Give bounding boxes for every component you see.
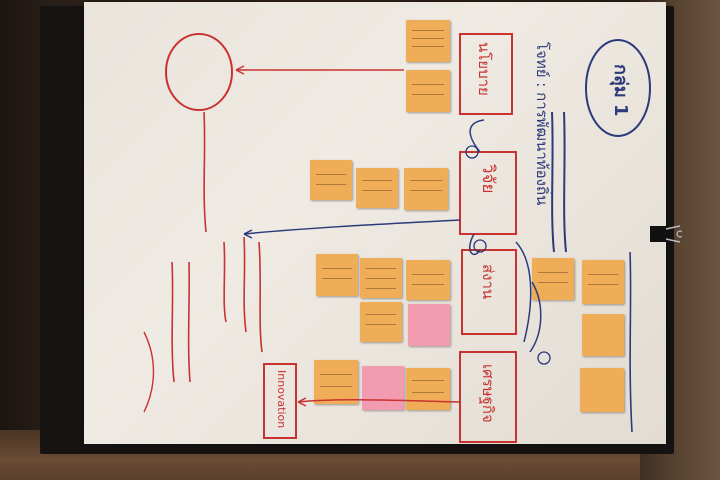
- sticky-note: [406, 70, 450, 112]
- group-label: กลุ่ม 1: [610, 64, 631, 117]
- sticky-note: [582, 260, 624, 304]
- sticky-note: [360, 302, 402, 342]
- sticky-note: [406, 368, 450, 410]
- flipchart-paper: กลุ่ม 1 โจทย์ : การพัฒนาท้องถิ่น นโยบาย …: [84, 2, 666, 444]
- box-label-work: ส่งาน: [479, 264, 497, 300]
- binder-clip: [650, 225, 682, 243]
- sticky-note-pink: [362, 366, 404, 410]
- sticky-note: [580, 368, 624, 412]
- sticky-note: [582, 314, 624, 356]
- sticky-note-pink: [408, 304, 450, 346]
- sticky-note: [316, 254, 358, 296]
- box-label-policy: นโยบาย: [475, 42, 493, 96]
- sticky-note: [532, 258, 574, 300]
- sticky-note: [356, 168, 398, 208]
- sticky-note: [360, 258, 402, 298]
- box-label-economy: เศรษฐกิจ: [479, 364, 497, 423]
- box-label-research: วิจัย: [478, 164, 498, 194]
- topic-label: โจทย์ : การพัฒนาท้องถิ่น: [533, 42, 551, 206]
- sticky-note: [310, 160, 352, 200]
- box-label-innovation: Innovation: [275, 370, 288, 429]
- hand-drawn-diagram: [143, 33, 651, 443]
- sticky-note: [404, 168, 448, 210]
- sticky-note: [406, 20, 450, 62]
- sticky-note: [406, 260, 450, 300]
- sticky-note: [314, 360, 358, 404]
